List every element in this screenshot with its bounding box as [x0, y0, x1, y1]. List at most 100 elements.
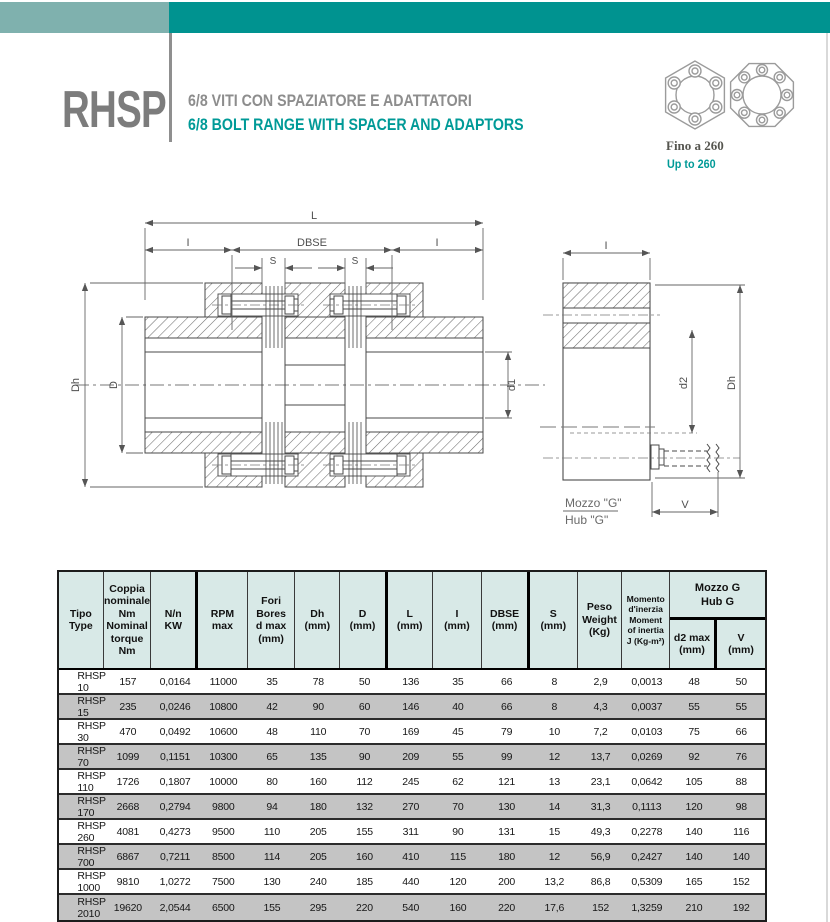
cell-value: 10600	[209, 725, 238, 738]
header-bar-dark	[169, 2, 830, 33]
cell-value: 70	[358, 725, 371, 738]
cell-value: 45	[452, 725, 464, 738]
bolt-holes	[667, 64, 723, 126]
cell-value: 245	[402, 775, 420, 788]
cell-value: 220	[355, 901, 373, 914]
hub-caption-english: Hub "G"	[565, 513, 608, 527]
cell-value: 110	[310, 725, 327, 738]
col-header-tipo: Tipo Type	[59, 572, 104, 668]
dim-I-right-label: I	[435, 237, 438, 249]
cell-value: 1099	[116, 750, 140, 763]
cell-value: 165	[685, 875, 703, 888]
hub-dimension-lines	[562, 249, 745, 517]
page-title-english: 6/8 BOLT RANGE WITH SPACER AND ADAPTORS	[188, 116, 524, 134]
cell-value: 11000	[209, 675, 238, 688]
cell-value: 180	[309, 800, 327, 813]
cell-value: 157	[119, 675, 137, 688]
size-note-english: Up to 260	[667, 157, 716, 171]
cell-value: 9810	[116, 875, 140, 888]
cell-value: 121	[498, 775, 516, 788]
cell-value: 185	[355, 875, 373, 888]
cell-type: RHSP 2010	[77, 895, 106, 920]
cell-value: 192	[732, 901, 750, 914]
cell-value: 55	[735, 700, 747, 713]
cell-value: 160	[309, 775, 327, 788]
eight-bolt-flange-icon	[729, 62, 795, 128]
size-note-italian: Fino a 260	[666, 138, 724, 153]
cell-value: 94	[266, 800, 278, 813]
cell-value: 10800	[209, 700, 238, 713]
cell-value: 0,0103	[631, 725, 663, 738]
spec-table: Tipo Type Coppia nominale Nm Nominal tor…	[57, 570, 767, 922]
header-divider-line	[169, 33, 172, 142]
cell-value: 66	[500, 700, 513, 713]
cell-value: 9500	[212, 825, 235, 838]
cell-type: RHSP 260	[77, 819, 106, 844]
cell-value: 31,3	[590, 800, 611, 813]
cell-value: 49,3	[590, 825, 611, 838]
hub-bodies	[144, 338, 484, 432]
cell-value: 48	[688, 675, 700, 688]
hub-caption-italian: Mozzo "G"	[565, 496, 622, 510]
cell-value: 17,6	[544, 901, 565, 914]
cell-value: 6500	[212, 901, 235, 914]
bolt-holes	[730, 63, 794, 127]
dim-DBSE-label: DBSE	[297, 237, 327, 249]
dimension-labels: L I DBSE I S S Dh D d1	[70, 210, 518, 392]
cell-value: 92	[688, 750, 700, 763]
cell-value: 50	[358, 675, 371, 688]
bolt-axes	[212, 304, 416, 466]
col-header-peso: Peso Weight (Kg)	[578, 572, 623, 668]
cell-value: 66	[735, 725, 747, 738]
cell-value: 55	[688, 700, 700, 713]
cell-value: 8500	[212, 850, 235, 863]
cell-value: 210	[685, 901, 703, 914]
cell-value: 2,0544	[159, 901, 191, 914]
cell-value: 112	[356, 775, 373, 788]
hub-outline	[562, 282, 651, 481]
cell-value: 180	[498, 850, 516, 863]
cell-value: 4,3	[593, 700, 608, 713]
cell-value: 209	[402, 750, 420, 763]
cell-value: 200	[498, 875, 516, 888]
hub-g-drawing: I d2 Dh V Mozzo "G" Hub "G"	[540, 240, 745, 527]
col-header-nn: N/n KW	[151, 572, 199, 668]
cell-type: RHSP 15	[77, 694, 106, 719]
cell-value: 9800	[212, 800, 235, 813]
cell-value: 240	[309, 875, 327, 888]
cell-value: 7,2	[593, 725, 608, 738]
hub-caption: Mozzo "G" Hub "G"	[563, 496, 622, 527]
dim-I-left-label: I	[186, 237, 189, 249]
cell-value: 13,7	[590, 750, 611, 763]
cell-value: 48	[266, 725, 278, 738]
cell-value: 0,4273	[159, 825, 191, 838]
cell-value: 2668	[116, 800, 140, 813]
cell-value: 35	[452, 675, 464, 688]
cell-value: 50	[735, 675, 747, 688]
cell-value: 470	[119, 725, 137, 738]
cell-value: 75	[688, 725, 700, 738]
cell-value: 0,1151	[160, 750, 191, 763]
cell-value: 10000	[209, 775, 238, 788]
cell-value: 155	[355, 825, 373, 838]
cell-value: 12	[548, 850, 560, 863]
col-header-l: L (mm)	[388, 572, 433, 668]
cell-value: 136	[402, 675, 420, 688]
dim-L-label: L	[311, 210, 317, 222]
cell-value: 0,5309	[631, 875, 663, 888]
cell-value: 146	[402, 700, 420, 713]
cell-value: 1,0272	[159, 875, 191, 888]
col-group-header-mozzo: Mozzo G Hub G	[670, 572, 766, 620]
cell-value: 1,3259	[631, 901, 663, 914]
cell-value: 140	[685, 850, 703, 863]
cell-value: 152	[732, 875, 750, 888]
cell-type: RHSP 110	[77, 769, 106, 794]
dim-d1-label: d1	[506, 379, 518, 391]
cell-value: 62	[452, 775, 464, 788]
cell-value: 160	[355, 850, 373, 863]
cell-value: 0,0013	[631, 675, 663, 688]
